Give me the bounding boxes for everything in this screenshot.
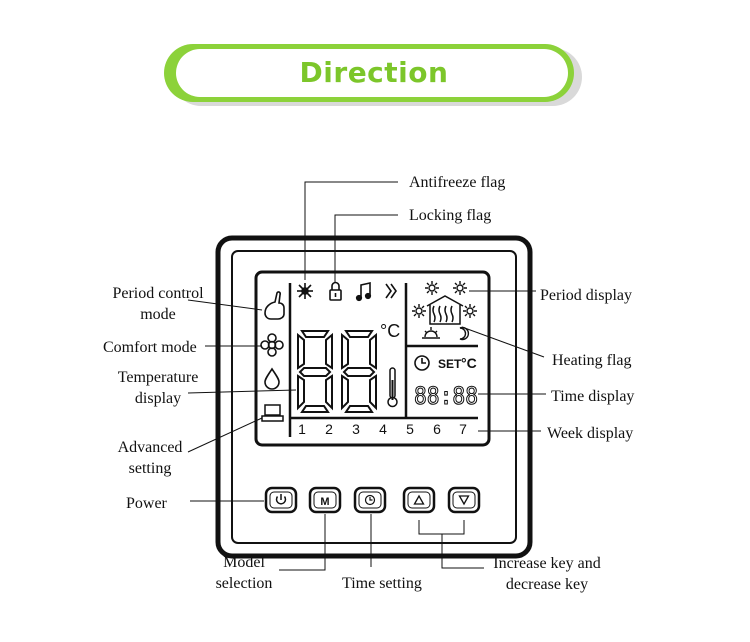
temperature-digit-1 xyxy=(297,330,333,413)
leader-increase-decrease xyxy=(418,520,484,569)
label-advanced-setting: Advanced setting xyxy=(98,437,202,479)
label-period-control-mode: Period control mode xyxy=(98,283,218,325)
power-icon xyxy=(275,494,287,505)
leader-advanced xyxy=(187,417,263,453)
weekday-7: 7 xyxy=(459,421,467,437)
label-comfort-mode: Comfort mode xyxy=(103,339,197,356)
period-sun-icon-3 xyxy=(412,304,426,318)
music-note-icon xyxy=(355,282,372,302)
leader-period-control xyxy=(187,299,263,311)
thermometer-icon xyxy=(387,367,398,408)
power-button[interactable] xyxy=(264,486,298,514)
weekday-5: 5 xyxy=(406,421,414,437)
weekday-1: 1 xyxy=(298,421,306,437)
leader-locking xyxy=(334,214,398,282)
label-model-selection: Model selection xyxy=(204,552,284,594)
label-increase-line1: Increase key and xyxy=(493,555,601,572)
label-model-line1: Model xyxy=(223,554,265,571)
weekday-4: 4 xyxy=(379,421,387,437)
label-time-setting: Time setting xyxy=(342,575,422,592)
label-power: Power xyxy=(126,495,167,512)
label-period-control-line1: Period control xyxy=(112,285,204,302)
label-temperature-line2: display xyxy=(134,390,182,407)
lcd-screen xyxy=(254,270,491,447)
label-advanced-line1: Advanced xyxy=(117,439,183,456)
clock-icon xyxy=(414,355,430,371)
mode-button-label: M xyxy=(320,496,329,508)
mode-button[interactable]: M xyxy=(308,486,342,514)
advanced-setting-computer-icon xyxy=(261,404,284,422)
triangle-down-icon xyxy=(458,495,470,506)
comfort-flower-icon xyxy=(260,333,284,357)
banner-fill xyxy=(176,49,568,97)
label-week-display: Week display xyxy=(547,425,634,442)
period-control-hand-icon xyxy=(264,291,285,320)
period-sun-icon-1 xyxy=(425,281,439,295)
triangle-up-icon xyxy=(413,494,425,505)
label-period-display: Period display xyxy=(540,287,632,304)
period-sun-icon-4 xyxy=(463,304,477,318)
label-increase-line2: decrease key xyxy=(505,576,589,593)
set-celsius-unit: °C xyxy=(461,355,477,371)
heating-house-icon xyxy=(426,295,464,325)
label-model-line2: selection xyxy=(215,575,273,592)
lock-icon xyxy=(329,281,342,301)
water-drop-icon xyxy=(264,367,280,390)
page-title: Direction xyxy=(299,56,449,89)
label-locking-flag: Locking flag xyxy=(409,207,492,224)
label-time-display: Time display xyxy=(551,388,635,405)
clock-button-icon xyxy=(364,494,376,506)
sunset-icon xyxy=(422,327,440,339)
label-antifreeze-flag: Antifreeze flag xyxy=(409,174,506,191)
double-chevron-right-icon xyxy=(385,283,397,299)
time-setting-button[interactable] xyxy=(353,486,387,514)
label-heating-flag: Heating flag xyxy=(552,352,632,369)
leader-antifreeze xyxy=(304,181,398,280)
antifreeze-icon xyxy=(297,283,313,299)
device-inner-frame xyxy=(231,250,517,544)
device-outer-frame xyxy=(215,235,533,559)
decrease-button[interactable] xyxy=(447,486,481,514)
leader-model xyxy=(279,514,326,571)
weekday-3: 3 xyxy=(352,421,360,437)
label-temperature-line1: Temperature xyxy=(117,369,199,386)
period-sun-icon-2 xyxy=(453,281,467,295)
temperature-digit-2 xyxy=(341,330,377,413)
label-advanced-line2: setting xyxy=(128,460,172,477)
label-period-control-line2: mode xyxy=(140,306,176,323)
increase-button[interactable] xyxy=(402,486,436,514)
set-label: SET xyxy=(438,357,462,371)
leader-temperature xyxy=(187,389,297,394)
weekday-6: 6 xyxy=(433,421,441,437)
temperature-celsius-unit: °C xyxy=(380,321,400,341)
leader-heating xyxy=(461,326,545,358)
weekday-2: 2 xyxy=(325,421,333,437)
time-display-digits: 88:88 xyxy=(414,382,478,410)
label-increase-decrease-key: Increase key and decrease key xyxy=(484,553,610,595)
label-temperature-display: Temperature display xyxy=(98,367,218,409)
